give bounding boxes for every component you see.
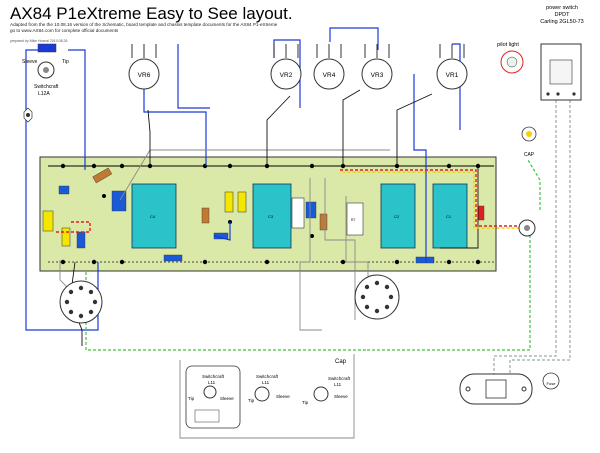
bottom-jack-2-brand: Switchcraft (256, 374, 279, 379)
board-cap-c3-label: C3 (268, 214, 274, 219)
cap-bottom-label: Cap (335, 359, 347, 365)
ground-lug-icon (23, 107, 33, 123)
bottom-jack-3: Switchcraft L11 Tip Sleeve (302, 376, 351, 405)
tube-socket-left (59, 280, 103, 324)
input-jack-top: Sleeve Tip Switchcraft L12A (22, 43, 69, 97)
power-wires (493, 100, 571, 374)
power-switch-label-1: power switch (546, 5, 578, 11)
jack-top-sleeve: Sleeve (22, 59, 38, 65)
bottom-jack-3-brand: Switchcraft (328, 376, 351, 381)
board-cap-c4-label: C4 (150, 214, 156, 219)
board-resistor-white-1 (291, 197, 305, 229)
tube-socket-right (354, 274, 400, 320)
subtitle-line-2: go to www.AX84.com for complete official… (10, 28, 119, 33)
board-cap-c1-label: C1 (446, 214, 452, 219)
bottom-jack-1-tip: Tip (188, 396, 195, 401)
pot-vr3: VR3 (361, 44, 393, 90)
board-cap-c3 (252, 183, 292, 249)
resistor-blue-3 (163, 254, 183, 262)
bottom-jack-1-model: L11 (208, 380, 216, 385)
cap-right: CAP (521, 126, 537, 158)
resistor-yellow-3 (224, 191, 234, 213)
bottom-jack-3-tip: Tip (302, 400, 309, 405)
resistor-brown-1 (201, 207, 210, 224)
fuse-label: Fuse (547, 381, 557, 386)
pilot-light-label: pilot light (497, 42, 519, 48)
output-jack-right (518, 219, 536, 237)
resistor-blue-6 (415, 256, 435, 264)
fuse-holder: Fuse (542, 372, 560, 390)
board-cap-c1 (432, 183, 468, 249)
pot-vr6-label: VR6 (138, 72, 151, 79)
pot-vr4-label: VR4 (323, 72, 336, 79)
board-cap-c2-label: C2 (394, 214, 400, 219)
jack-top-brand: Switchcraft (34, 84, 59, 90)
resistor-brown-2 (92, 167, 113, 184)
resistor-blue-5 (305, 201, 317, 219)
resistor-blue-1 (58, 185, 70, 195)
iec-power-inlet (459, 373, 533, 405)
resistor-yellow-1 (42, 210, 54, 232)
bottom-jack-2-sleeve: Sleeve (276, 394, 290, 399)
bottom-jack-2-tip: Tip (248, 398, 255, 403)
pilot-light: pilot light (497, 42, 524, 74)
power-switch: power switch DPDT Carling 2GL50-73 (540, 5, 584, 101)
resistor-blue-7 (76, 231, 86, 249)
jack-top-tip: Tip (62, 59, 69, 65)
credit-line: prepared by Mike Hosnal 2010.08.28 (10, 39, 68, 43)
bottom-jack-1: Switchcraft L11 Tip Sleeve (185, 365, 241, 429)
blue-wires (25, 27, 461, 331)
black-wires (69, 89, 479, 346)
resistor-red-1 (477, 205, 485, 221)
pot-vr3-label: VR3 (371, 72, 384, 79)
power-switch-label-2: DPDT (555, 12, 571, 18)
resistor-brown-3 (319, 213, 328, 231)
bottom-jack-2: Switchcraft L11 Tip Sleeve (248, 374, 290, 403)
resistor-yellow-2 (61, 227, 71, 247)
bottom-jack-1-brand: Switchcraft (202, 374, 225, 379)
board-cap-c4 (131, 183, 177, 249)
board-resistor-r7-label: R7 (351, 218, 356, 222)
pot-vr6: VR6 (128, 44, 160, 90)
pot-vr2: VR2 (270, 44, 302, 90)
cap-right-label: CAP (524, 152, 535, 158)
jack-top-model: L12A (38, 91, 50, 97)
bottom-jack-3-model: L11 (334, 382, 342, 387)
bottom-jack-2-model: L11 (262, 380, 270, 385)
board-cap-c2 (380, 183, 416, 249)
pot-vr2-label: VR2 (280, 72, 293, 79)
bottom-jack-3-sleeve: Sleeve (334, 394, 348, 399)
power-switch-label-3: Carling 2GL50-73 (540, 19, 583, 25)
subtitle-line-1: Adapted from the the 10.08.16 version of… (10, 22, 278, 27)
pot-vr4: VR4 (313, 44, 345, 90)
heater-wires (56, 169, 522, 233)
page-title: AX84 P1eXtreme Easy to See layout. (10, 4, 293, 23)
pot-vr1: VR1 (436, 44, 468, 90)
bottom-jack-1-sleeve: Sleeve (220, 396, 234, 401)
resistor-yellow-4 (237, 191, 247, 213)
pot-vr1-label: VR1 (446, 72, 459, 79)
board-resistor-r7 (346, 202, 364, 236)
